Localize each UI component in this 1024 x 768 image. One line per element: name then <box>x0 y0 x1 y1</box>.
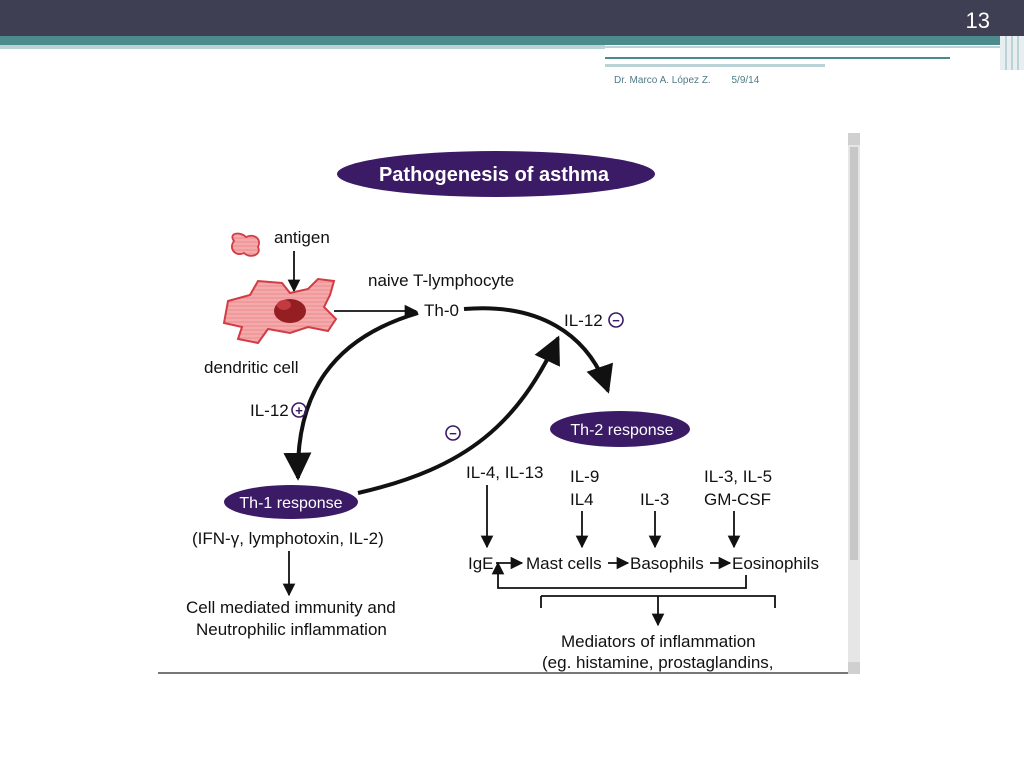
th0-to-th2-arrow <box>463 306 614 394</box>
label-dendritic-cell: dendritic cell <box>204 358 299 377</box>
header-dark-band <box>0 0 1024 36</box>
label-eosinophils: Eosinophils <box>732 554 819 573</box>
minus-sign-th1: − <box>449 426 457 441</box>
label-il3-il5: IL-3, IL-5 <box>704 467 772 486</box>
label-th0: Th-0 <box>424 301 459 320</box>
pathogenesis-diagram: Pathogenesis of asthma antigen dendritic… <box>158 133 860 674</box>
feedback-to-ige-arrow <box>491 561 747 589</box>
label-th1-response: Th-1 response <box>239 495 342 512</box>
pathogenesis-figure: Pathogenesis of asthma antigen dendritic… <box>158 133 860 674</box>
label-il12-positive: IL-12 <box>250 401 289 420</box>
label-ige: IgE <box>468 554 494 573</box>
header-right-panel <box>605 45 1000 67</box>
slide-footer: Dr. Marco A. López Z. 5/9/14 <box>614 75 777 86</box>
label-il3: IL-3 <box>640 490 669 509</box>
label-il9: IL-9 <box>570 467 599 486</box>
footer-author: Dr. Marco A. López Z. <box>614 75 711 86</box>
slide-number: 13 <box>965 8 990 33</box>
mediators-bracket <box>540 595 776 608</box>
label-cell-mediated-1: Cell mediated immunity and <box>186 598 396 617</box>
slide-header-decoration <box>0 0 1024 70</box>
plus-sign-icon <box>291 402 307 418</box>
minus-sign-il12: − <box>612 313 620 328</box>
footer-date: 5/9/14 <box>731 75 760 86</box>
title-pill <box>337 151 655 197</box>
label-mediators-1: Mediators of inflammation <box>561 632 756 651</box>
diagram-title: Pathogenesis of asthma <box>379 164 610 186</box>
label-naive-t-lymphocyte: naive T-lymphocyte <box>368 271 514 290</box>
th2-pill <box>550 411 690 447</box>
label-il4: IL4 <box>570 490 594 509</box>
label-th1-products: (IFN-γ, lymphotoxin, IL-2) <box>192 529 384 548</box>
label-mediators-2: (eg. histamine, prostaglandins, <box>542 653 774 672</box>
label-antigen: antigen <box>274 228 330 247</box>
plus-sign: + <box>295 403 303 418</box>
label-gm-csf: GM-CSF <box>704 490 771 509</box>
header-teal-band <box>0 36 1024 45</box>
label-basophils: Basophils <box>630 554 704 573</box>
label-mast-cells: Mast cells <box>526 554 602 573</box>
antigen-blob <box>231 232 260 257</box>
figure-scrollbar-thumb[interactable] <box>850 147 858 560</box>
th1-inhibition-arrow <box>357 335 560 495</box>
label-cell-mediated-2: Neutrophilic inflammation <box>196 620 387 639</box>
minus-sign-icon <box>445 425 461 441</box>
label-il12-negative: IL-12 <box>564 311 603 330</box>
label-il4-il13: IL-4, IL-13 <box>466 463 544 482</box>
label-th2-response: Th-2 response <box>570 422 673 439</box>
header-light-band <box>0 45 605 49</box>
th0-to-th1-arrow <box>283 311 419 481</box>
th1-pill <box>224 485 358 519</box>
minus-sign-icon <box>608 312 624 328</box>
